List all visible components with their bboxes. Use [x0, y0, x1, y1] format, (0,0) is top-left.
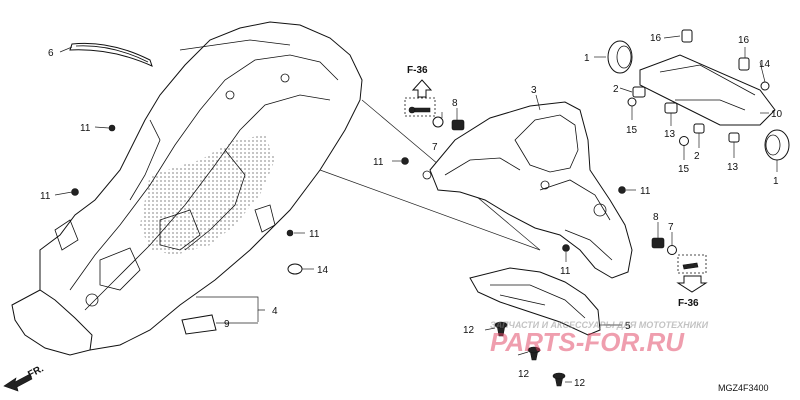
- callout-11: 11: [40, 191, 51, 202]
- leader-lines-right: [594, 35, 778, 172]
- callout-11: 11: [309, 229, 320, 240]
- callout-9: 9: [224, 319, 230, 330]
- rear-fender-assembly: [11, 21, 363, 356]
- splash-guard: [469, 267, 601, 336]
- callout-11: 11: [560, 266, 571, 277]
- callout-14: 14: [759, 59, 771, 70]
- page-ref-label: F-36: [407, 65, 428, 76]
- callout-15: 15: [626, 125, 638, 136]
- callout-11: 11: [80, 123, 91, 134]
- callout-6: 6: [48, 48, 54, 59]
- callout-8: 8: [653, 212, 659, 223]
- callout-8: 8: [452, 98, 458, 109]
- callout-12: 12: [518, 369, 530, 380]
- callout-4: 4: [272, 306, 278, 317]
- callout-7: 7: [432, 142, 438, 153]
- callout-16: 16: [738, 35, 750, 46]
- callout-2: 2: [613, 84, 619, 95]
- reflector-left: [607, 40, 633, 74]
- page-ref-label: F-36: [678, 298, 699, 309]
- splash-guard-screws: [484, 321, 622, 387]
- reflector-bracket: [639, 54, 776, 126]
- callout-13: 13: [727, 162, 739, 173]
- center-fasteners: [401, 106, 699, 270]
- page-ref-lower: F-36: [676, 254, 708, 309]
- front-direction-arrow: FR.: [3, 363, 46, 392]
- callout-11: 11: [373, 157, 384, 168]
- callout-13: 13: [664, 129, 676, 140]
- leader-lines-center: [392, 94, 673, 262]
- callout-11: 11: [640, 186, 651, 197]
- watermark: ЗАПЧАСТИ И АКСЕССУАРЫ ДЛЯ МОТОТЕХНИКИ PA…: [490, 320, 709, 357]
- callout-12: 12: [463, 325, 475, 336]
- band-strap: [69, 42, 153, 67]
- callout-3: 3: [531, 85, 537, 96]
- fender-fasteners: [71, 124, 303, 275]
- reflector-right: [764, 129, 790, 161]
- callout-14: 14: [317, 265, 329, 276]
- rear-bracket-assembly: [422, 101, 633, 279]
- callout-12: 12: [574, 378, 586, 389]
- callouts: 6 11 11 11 14 4 9 8 7 11 3 11 8 7 11 5 1…: [40, 33, 783, 389]
- page-ref-upper: F-36: [404, 65, 436, 117]
- callout-15: 15: [678, 164, 690, 175]
- callout-10: 10: [771, 109, 783, 120]
- callout-2: 2: [694, 151, 700, 162]
- callout-5: 5: [625, 321, 631, 332]
- callout-16: 16: [650, 33, 662, 44]
- front-marker: FR.: [26, 363, 46, 380]
- watermark-logo: PARTS-FOR.RU: [490, 327, 685, 357]
- callout-1: 1: [584, 53, 590, 64]
- callout-7: 7: [668, 222, 674, 233]
- callout-1: 1: [773, 176, 779, 187]
- watermark-caption: ЗАПЧАСТИ И АКСЕССУАРЫ ДЛЯ МОТОТЕХНИКИ: [490, 320, 709, 330]
- cushion-piece: [181, 314, 217, 335]
- diagram-code: MGZ4F3400: [718, 383, 769, 393]
